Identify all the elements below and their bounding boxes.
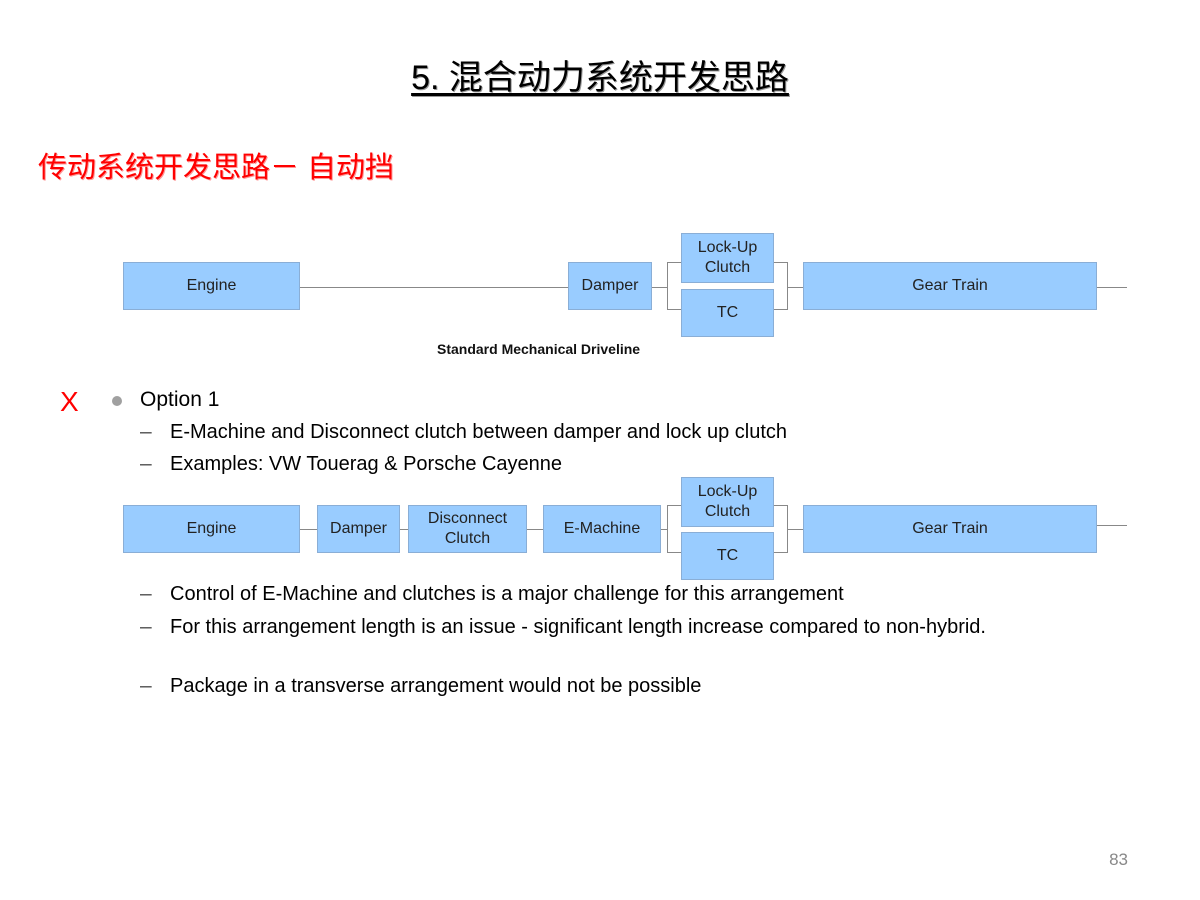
bracket-line (667, 309, 681, 310)
bracket-line (787, 262, 788, 310)
sub-point: – (140, 615, 152, 639)
bracket-line (667, 262, 681, 263)
tc-box: TC (681, 289, 774, 337)
connector-line (1097, 525, 1127, 526)
connector-line (787, 529, 803, 530)
connector-line (300, 529, 317, 530)
dash-glyph: – (140, 674, 152, 697)
option-label: Option 1 (140, 388, 220, 411)
gear-train-box: Gear Train (803, 262, 1097, 310)
connector-line (527, 529, 543, 530)
sub-point-text: Control of E-Machine and clutches is a m… (170, 583, 844, 605)
dash-glyph: – (140, 452, 152, 475)
disconnect-clutch-box: Disconnect Clutch (408, 505, 527, 553)
bracket-line (774, 552, 788, 553)
gear-train-box: Gear Train (803, 505, 1097, 553)
diagram-caption: Standard Mechanical Driveline (437, 341, 641, 357)
bracket-line (774, 505, 788, 506)
sub-point: – (140, 420, 152, 444)
sub-point: – (140, 582, 152, 606)
bracket-line (774, 262, 788, 263)
lockup-clutch-box: Lock-Up Clutch (681, 233, 774, 283)
bracket-line (774, 309, 788, 310)
slide-subtitle: 传动系统开发思路－ 自动挡 (38, 152, 395, 184)
sub-point: – (140, 674, 152, 698)
page-number: 83 (1109, 850, 1128, 869)
connector-line (652, 287, 668, 288)
connector-line (1097, 287, 1127, 288)
lockup-clutch-box: Lock-Up Clutch (681, 477, 774, 527)
engine-box: Engine (123, 262, 300, 310)
dash-glyph: – (140, 615, 152, 638)
bracket-line (667, 505, 681, 506)
sub-point-text: Package in a transverse arrangement woul… (170, 675, 702, 697)
bullet-dot (112, 396, 122, 406)
dash-glyph: – (140, 582, 152, 605)
connector-line (300, 287, 568, 288)
bracket-line (667, 552, 681, 553)
dash-glyph: – (140, 420, 152, 443)
engine-box: Engine (123, 505, 300, 553)
connector-line (661, 529, 668, 530)
sub-point: – (140, 452, 152, 476)
connector-line (400, 529, 408, 530)
e-machine-box: E-Machine (543, 505, 661, 553)
slide-title: 5. 混合动力系统开发思路 (411, 59, 789, 97)
tc-box: TC (681, 532, 774, 580)
connector-line (787, 287, 803, 288)
damper-box: Damper (568, 262, 652, 310)
sub-point-text: For this arrangement length is an issue … (170, 616, 986, 638)
damper-box: Damper (317, 505, 400, 553)
bracket-line (667, 262, 668, 310)
x-mark: X (60, 386, 79, 417)
sub-point-text: E-Machine and Disconnect clutch between … (170, 421, 788, 443)
sub-point-text: Examples: VW Touerag & Porsche Cayenne (170, 453, 563, 475)
bracket-line (667, 505, 668, 553)
